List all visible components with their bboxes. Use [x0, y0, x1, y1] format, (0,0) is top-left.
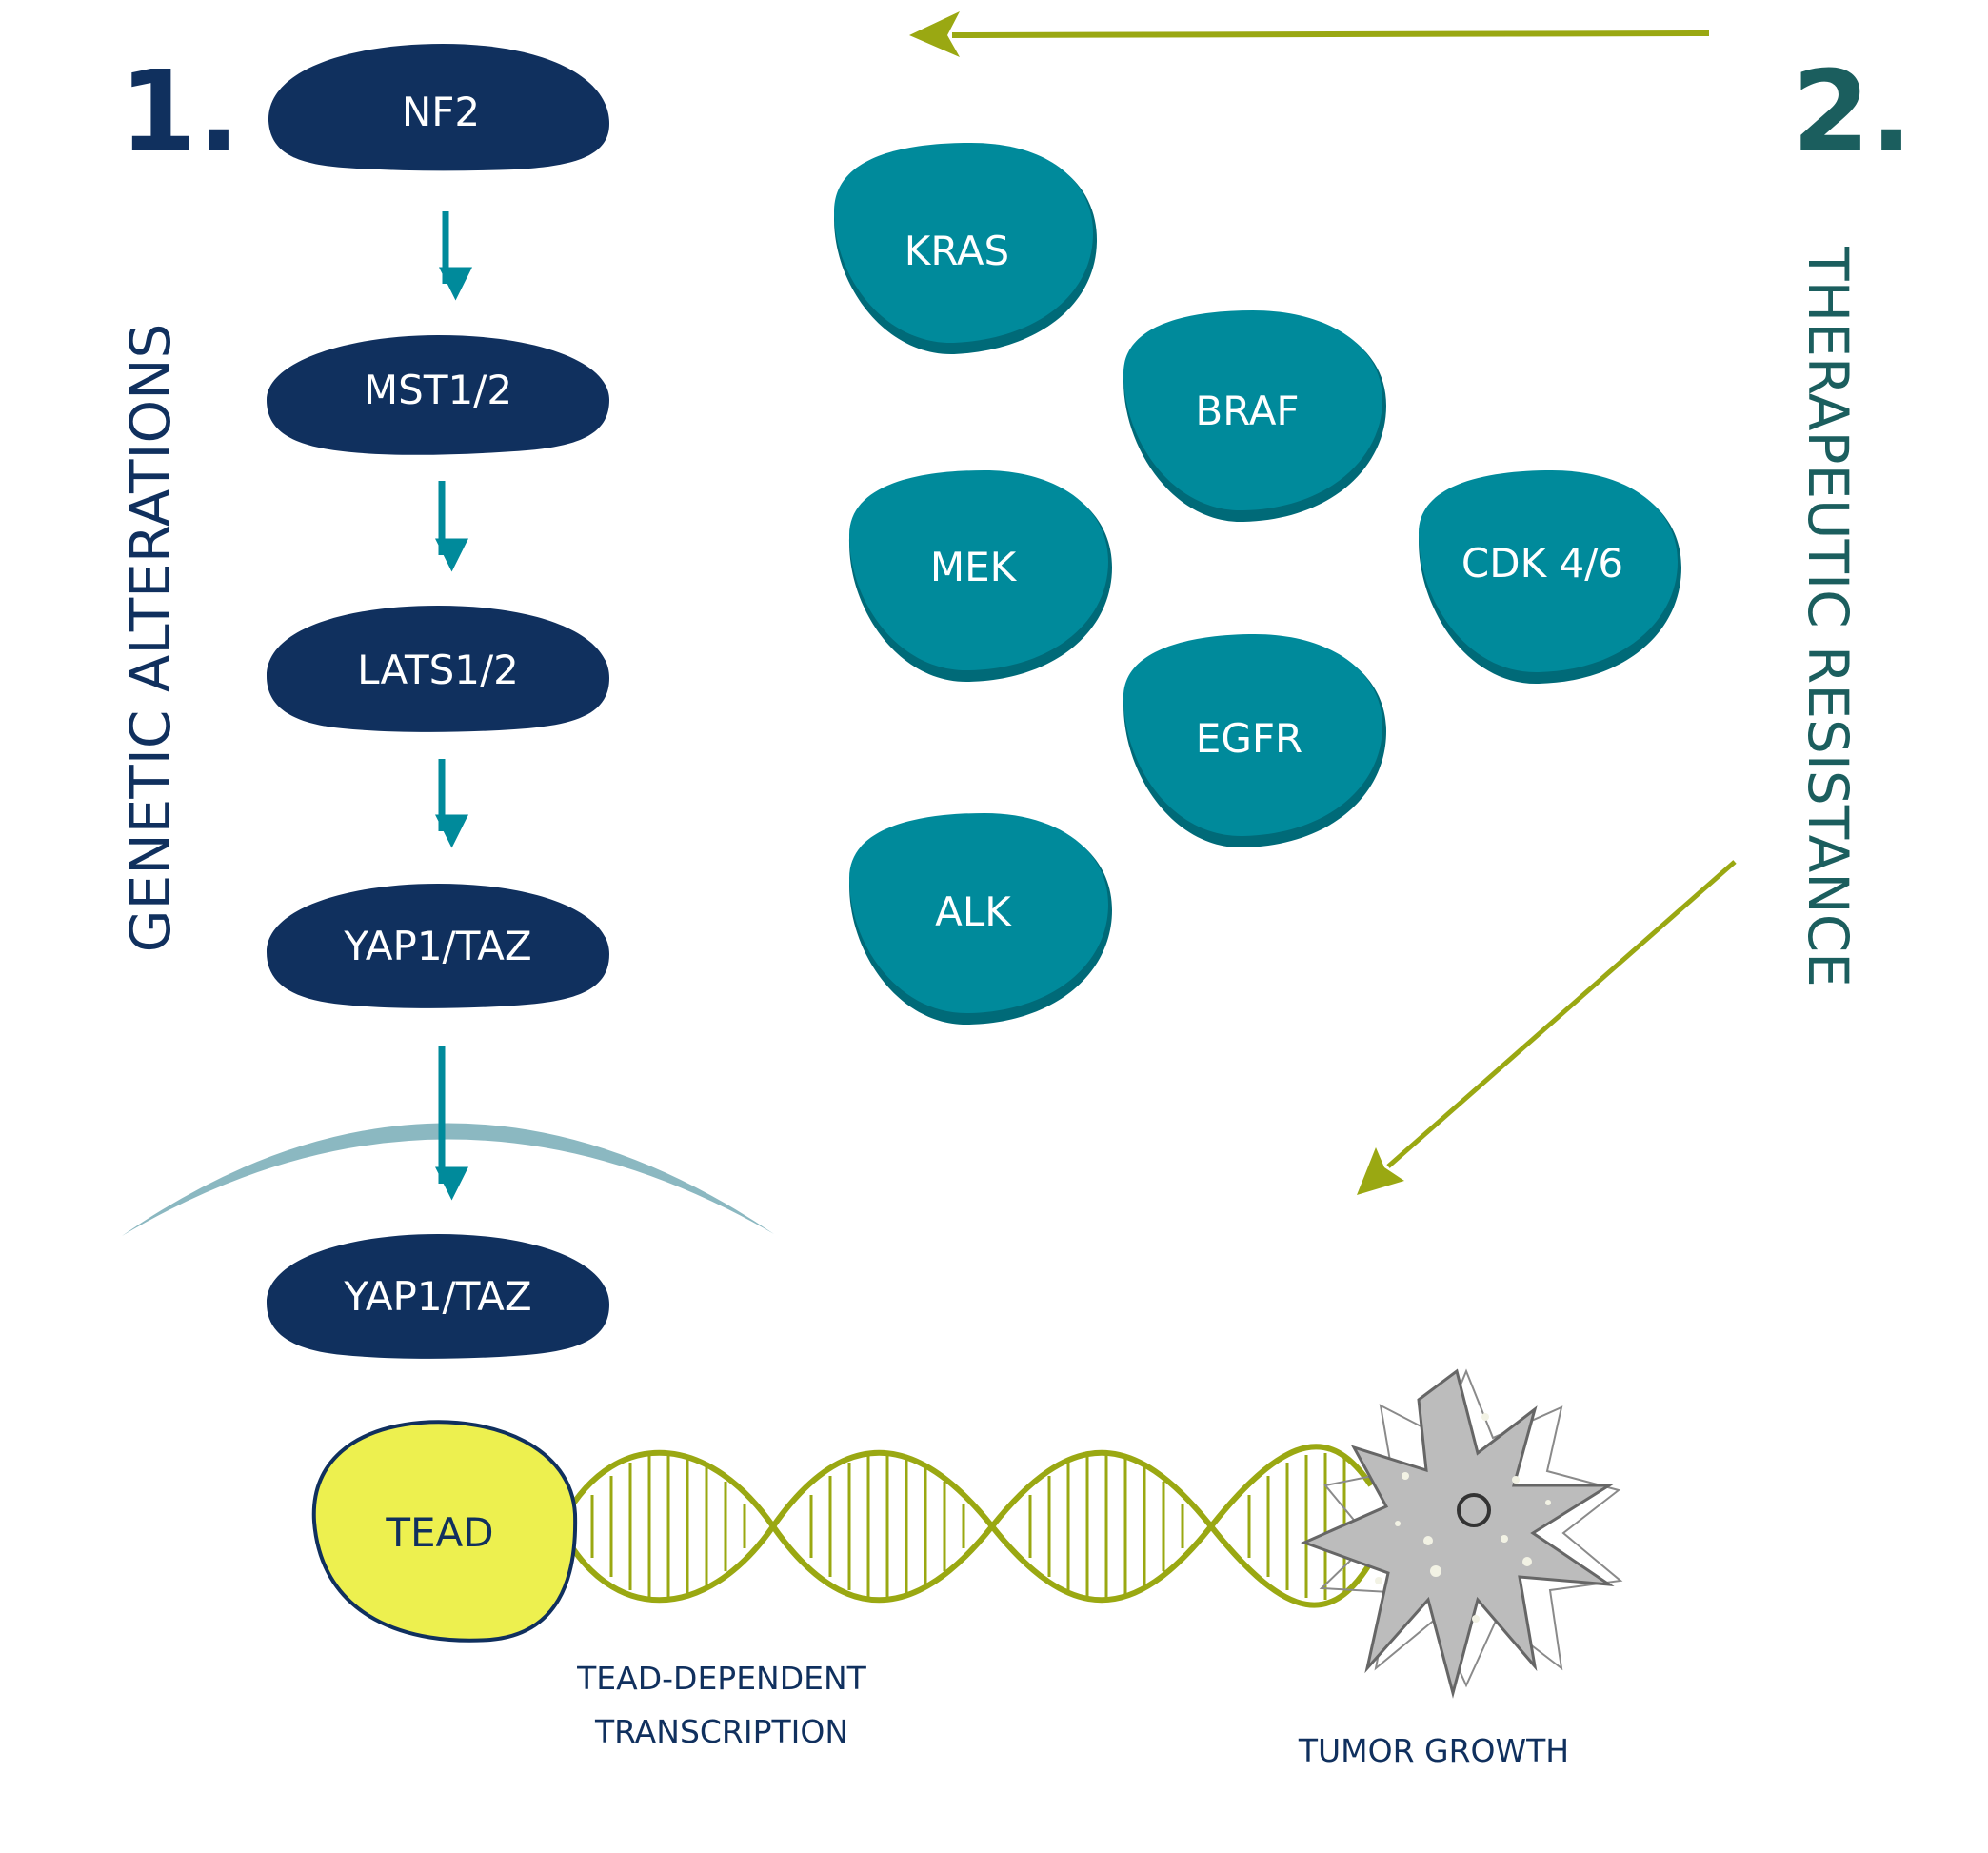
node-mst-label: MST1/2	[364, 367, 512, 413]
genetic-alterations-label: GENETIC ALTERATIONS	[118, 324, 183, 953]
node-lats: LATS1/2	[267, 606, 609, 732]
node-nf2: NF2	[268, 44, 609, 171]
node-mst: MST1/2	[267, 335, 609, 455]
step-one-number: 1.	[119, 46, 240, 177]
pathway-arrows	[435, 211, 472, 1201]
node-nf2-label: NF2	[402, 89, 480, 135]
node-braf: BRAF	[1123, 310, 1386, 523]
step-two-number: 2.	[1792, 46, 1913, 177]
caption-transcription-line1: TEAD-DEPENDENT	[576, 1660, 867, 1697]
node-cdk-label: CDK 4/6	[1461, 540, 1623, 587]
node-egfr-label: EGFR	[1196, 715, 1302, 762]
node-mek-label: MEK	[930, 544, 1018, 590]
caption-tumor-growth: TUMOR GROWTH	[1298, 1732, 1569, 1769]
node-yap-cytoplasm-label: YAP1/TAZ	[343, 923, 531, 969]
nuclear-membrane	[122, 1123, 774, 1236]
node-alk-label: ALK	[935, 888, 1012, 935]
node-kras-label: KRAS	[905, 228, 1009, 274]
diagonal-arrow-to-tumor	[1357, 860, 1737, 1195]
top-feedback-arrow	[909, 11, 1710, 57]
node-lats-label: LATS1/2	[357, 647, 519, 693]
tead-label: TEAD	[385, 1509, 493, 1556]
caption-transcription-line2: TRANSCRIPTION	[594, 1713, 848, 1750]
therapeutic-resistance-label: THERAPEUTIC RESISTANCE	[1796, 246, 1860, 987]
node-egfr: EGFR	[1123, 634, 1386, 848]
node-alk: ALK	[849, 813, 1112, 1026]
node-yap-nucleus-label: YAP1/TAZ	[343, 1273, 531, 1320]
node-cdk: CDK 4/6	[1419, 470, 1681, 685]
node-yap-nucleus: YAP1/TAZ	[267, 1234, 609, 1359]
tead-protein: TEAD	[311, 1420, 578, 1643]
node-mek: MEK	[849, 470, 1112, 683]
dna-helix	[557, 1444, 1374, 1608]
node-kras: KRAS	[834, 143, 1097, 355]
node-braf-label: BRAF	[1195, 388, 1299, 434]
tumor-cell-icon	[1300, 1368, 1623, 1699]
node-yap-cytoplasm: YAP1/TAZ	[267, 884, 609, 1008]
